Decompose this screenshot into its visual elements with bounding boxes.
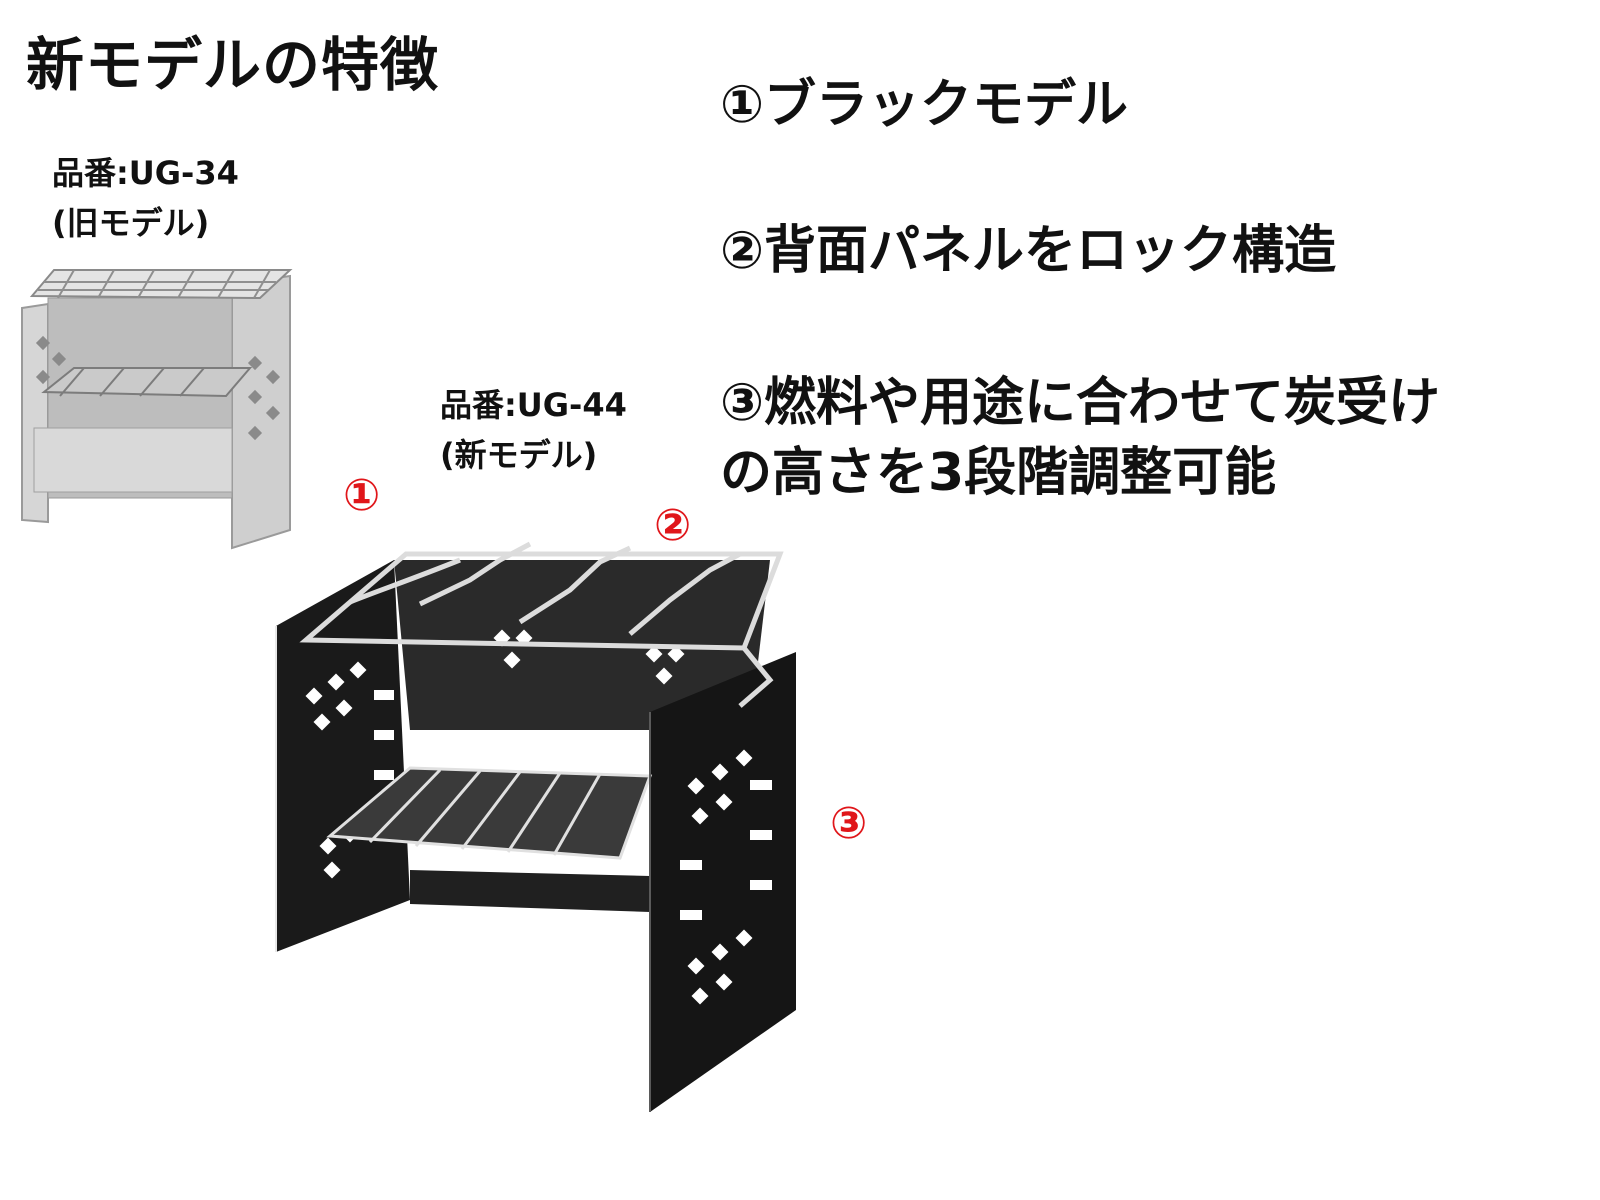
callout-2: ② <box>654 500 692 551</box>
old-model-label: (旧モデル) <box>52 204 210 242</box>
old-model-stove-image <box>21 269 293 550</box>
feature-1: ①ブラックモデル <box>720 75 1129 135</box>
new-model-caption: 品番:UG-44 (新モデル) <box>440 380 627 480</box>
page-title: 新モデルの特徴 <box>26 31 440 99</box>
old-model-number: 品番:UG-34 <box>52 154 239 192</box>
callout-1: ① <box>343 470 381 521</box>
old-model-caption: 品番:UG-34 (旧モデル) <box>52 148 239 248</box>
feature-3-line-1: ③燃料や用途に合わせて炭受け <box>720 373 1441 433</box>
feature-3: ③燃料や用途に合わせて炭受け の高さを3段階調整可能 <box>720 368 1440 508</box>
new-model-stove-image <box>275 541 796 1112</box>
feature-2: ②背面パネルをロック構造 <box>720 221 1337 281</box>
callout-3: ③ <box>830 798 868 849</box>
new-model-label: (新モデル) <box>440 436 598 474</box>
new-model-number: 品番:UG-44 <box>440 386 627 424</box>
feature-3-line-2: の高さを3段階調整可能 <box>720 443 1277 503</box>
